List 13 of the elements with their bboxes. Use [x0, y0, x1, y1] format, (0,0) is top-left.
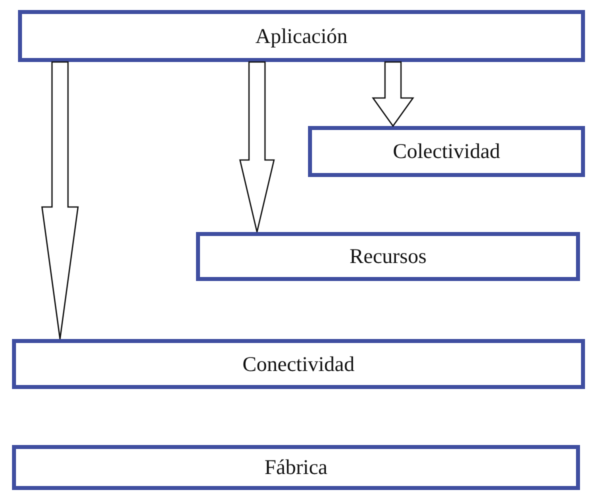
process-box [196, 232, 580, 281]
box-label: Fábrica [264, 455, 328, 480]
process-box [12, 339, 585, 389]
block-arrow [372, 61, 414, 128]
process-box [18, 10, 585, 62]
block-arrow [41, 61, 79, 340]
block-arrow [239, 61, 275, 233]
box-label: Aplicación [255, 24, 348, 48]
box-label: Colectividad [392, 139, 500, 164]
box-label: Recursos [350, 244, 426, 269]
box-label: Conectividad [242, 352, 354, 376]
process-box [12, 445, 580, 490]
process-box [308, 126, 585, 177]
